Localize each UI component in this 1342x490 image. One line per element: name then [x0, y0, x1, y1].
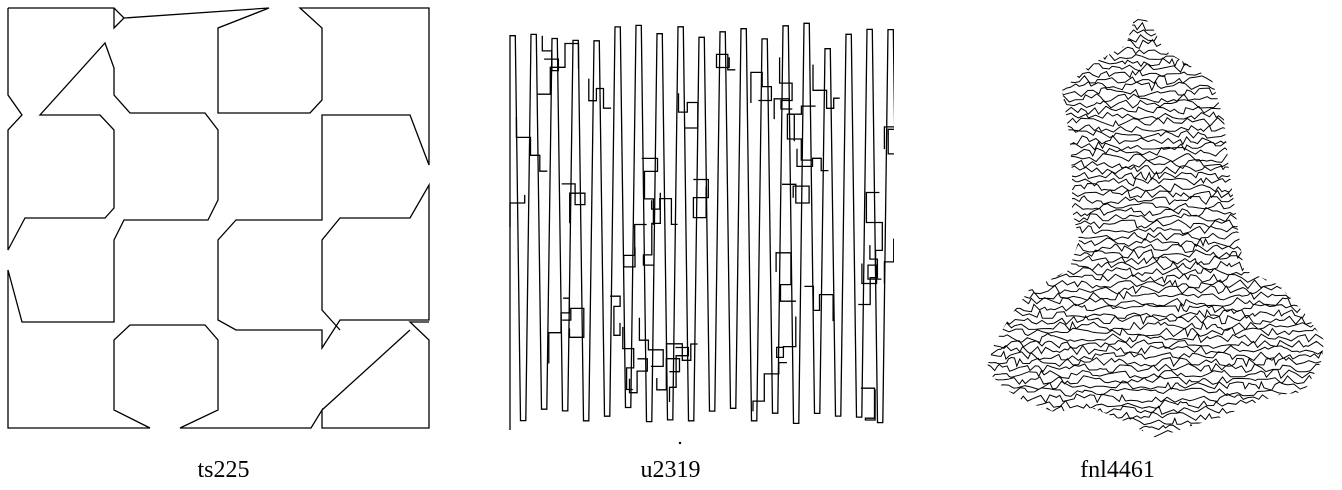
tour-segment	[804, 286, 833, 321]
tour-path-ts225	[8, 8, 429, 428]
tour-segment	[862, 264, 882, 284]
tour-segment	[813, 65, 840, 109]
tour-segment	[630, 359, 648, 393]
tour-segment	[861, 388, 875, 420]
panel-caption: u2319	[447, 456, 894, 484]
panel-fnl4461: fnl4461	[894, 0, 1341, 490]
tour-segment	[549, 298, 570, 363]
tour-segment	[670, 348, 689, 403]
tour-segment	[787, 114, 812, 160]
tour-path-fnl4461	[984, 4, 1337, 439]
stray-dot	[679, 442, 681, 444]
panel-ts225: ts225	[0, 0, 447, 490]
panel-u2319: u2319	[447, 0, 894, 490]
tour-segment	[516, 117, 547, 171]
tour-segment	[542, 36, 558, 71]
tour-path-u2319	[510, 23, 894, 430]
tour-plot-ts225	[0, 0, 447, 450]
panel-caption: fnl4461	[894, 456, 1341, 484]
tour-segment	[510, 23, 894, 430]
tour-segment	[884, 239, 894, 283]
tour-segment	[782, 184, 809, 203]
tour-segment	[562, 184, 585, 223]
tour-plot-u2319	[447, 0, 894, 450]
tour-plot-fnl4461	[894, 0, 1341, 450]
tour-segment	[780, 57, 793, 109]
tour-segment	[679, 93, 698, 128]
panel-caption: ts225	[0, 456, 447, 484]
